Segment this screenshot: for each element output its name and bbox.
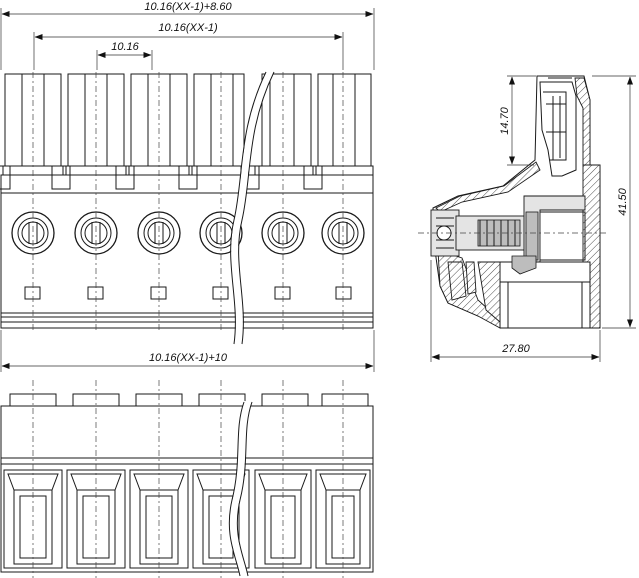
bottom-pole (3, 380, 63, 578)
front-view (0, 70, 374, 345)
dim-total-width: 10.16(XX-1)+8.60 (144, 1, 232, 13)
bottom-pole (129, 380, 189, 578)
side-dimensions: 14.70 41.50 27.80 (430, 75, 636, 362)
dim-pitch: 10.16 (111, 41, 139, 53)
dim-side-height-upper: 14.70 (499, 106, 511, 134)
bottom-pole (254, 380, 312, 578)
break-line (230, 71, 267, 345)
front-pole (303, 72, 374, 330)
bottom-pole (66, 380, 126, 578)
length-dimension: 10.16(XX-1)+10 (0, 330, 375, 372)
dim-side-depth: 27.80 (501, 343, 530, 355)
break-line (228, 401, 245, 577)
front-pole (115, 72, 190, 330)
dim-side-height-total: 41.50 (617, 187, 629, 215)
front-pole (51, 72, 127, 330)
bottom-view (0, 380, 374, 578)
bottom-pole (315, 380, 371, 578)
front-pole (0, 72, 64, 330)
dim-pitch-span: 10.16(XX-1) (158, 22, 218, 34)
dim-overall-length: 10.16(XX-1)+10 (149, 352, 228, 364)
top-dimensions: 10.16(XX-1)+8.60 10.16(XX-1) 10.16 (0, 1, 375, 70)
break-line (231, 70, 274, 345)
side-view (418, 75, 606, 329)
front-pole (178, 72, 249, 330)
